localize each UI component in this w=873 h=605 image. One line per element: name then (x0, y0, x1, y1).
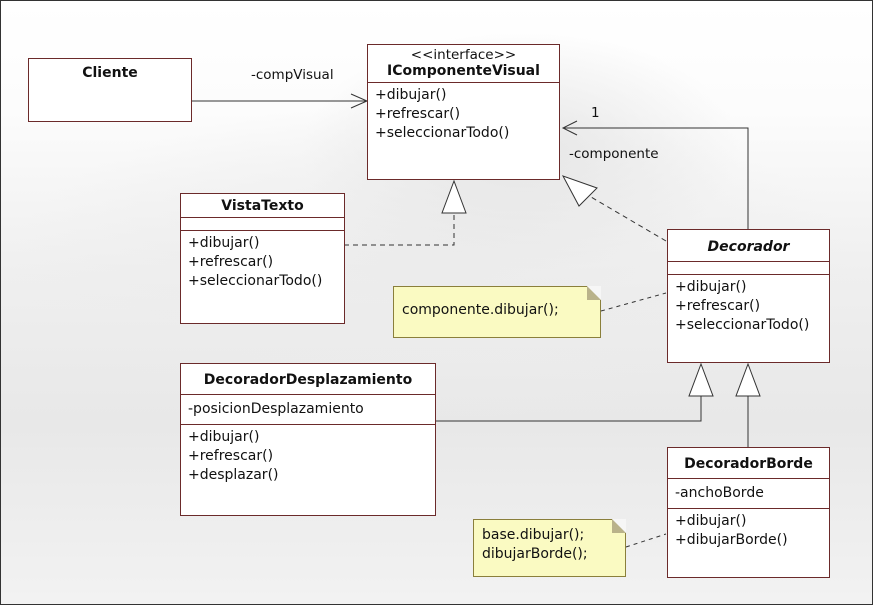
note-anchor-decorador (600, 292, 667, 312)
note-anchor-borde (625, 533, 667, 548)
class-decoradorborde-attributes: -anchoBorde (668, 478, 829, 508)
association-componente-line (563, 127, 749, 230)
attribute: -posicionDesplazamiento (188, 401, 364, 417)
class-decoradorborde-name: DecoradorBorde (684, 456, 813, 472)
attribute: -anchoBorde (675, 485, 764, 501)
operation: +seleccionarTodo() (675, 317, 810, 333)
class-cliente-name: Cliente (82, 65, 138, 81)
class-icomponentevisual-operations: +dibujar() +refrescar() +seleccionarTodo… (368, 82, 559, 146)
class-vistatexto-attributes (181, 217, 344, 230)
class-icomponentevisual-name: IComponenteVisual (387, 63, 540, 79)
realization-decorador-line (590, 196, 667, 242)
operation: +refrescar() (188, 254, 274, 270)
note-line: componente.dibujar(); (402, 302, 559, 318)
operation: +dibujar() (675, 513, 747, 529)
class-vistatexto-operations: +dibujar() +refrescar() +seleccionarTodo… (181, 230, 344, 294)
class-decorador-operations: +dibujar() +refrescar() +seleccionarTodo… (668, 274, 829, 338)
operation: +seleccionarTodo() (375, 125, 510, 141)
class-decorador-name: Decorador (707, 239, 790, 255)
operation: +dibujarBorde() (675, 532, 788, 548)
class-decoradordesplazamiento-attributes: -posicionDesplazamiento (181, 394, 435, 424)
class-cliente[interactable]: Cliente (28, 58, 192, 122)
operation: +refrescar() (188, 448, 274, 464)
generalization-triangle-borde (735, 362, 761, 397)
operation: +dibujar() (675, 279, 747, 295)
note-decoradorborde[interactable]: base.dibujar(); dibujarBorde(); (473, 519, 626, 577)
operation: +dibujar() (188, 429, 260, 445)
label-multiplicity: 1 (591, 105, 600, 121)
class-decoradordesplazamiento-operations: +dibujar() +refrescar() +desplazar() (181, 424, 435, 488)
generalization-desplazamiento-line (436, 396, 702, 422)
class-decorador-attributes (668, 261, 829, 274)
note-fold-icon (612, 519, 626, 533)
note-line: dibujarBorde(); (482, 546, 588, 562)
label-compvisual: -compVisual (251, 67, 334, 83)
operation: +dibujar() (375, 87, 447, 103)
generalization-triangle-desplazamiento (688, 362, 714, 397)
note-fold-icon (587, 286, 601, 300)
operation: +seleccionarTodo() (188, 273, 323, 289)
operation: +refrescar() (375, 106, 461, 122)
operation: +desplazar() (188, 467, 279, 483)
note-decorador[interactable]: componente.dibujar(); (393, 286, 601, 338)
interface-stereotype: <<interface>> (410, 47, 517, 63)
operation: +dibujar() (188, 235, 260, 251)
class-decoradordesplazamiento[interactable]: DecoradorDesplazamiento -posicionDesplaz… (180, 363, 436, 516)
realization-vistatexto-line (344, 213, 455, 246)
operation: +refrescar() (675, 298, 761, 314)
class-decoradorborde[interactable]: DecoradorBorde -anchoBorde +dibujar() +d… (667, 447, 830, 578)
realization-triangle-vistatexto (441, 179, 467, 214)
class-vistatexto[interactable]: VistaTexto +dibujar() +refrescar() +sele… (180, 193, 345, 324)
label-componente: -componente (569, 146, 659, 162)
class-decorador[interactable]: Decorador +dibujar() +refrescar() +selec… (667, 229, 830, 363)
association-componente-arrowhead (561, 120, 578, 136)
class-icomponentevisual[interactable]: <<interface>> IComponenteVisual +dibujar… (367, 44, 560, 180)
note-line: base.dibujar(); (482, 527, 585, 543)
class-vistatexto-name: VistaTexto (221, 198, 304, 214)
realization-triangle-decorador (561, 175, 598, 207)
class-decoradorborde-operations: +dibujar() +dibujarBorde() (668, 508, 829, 553)
class-decoradordesplazamiento-name: DecoradorDesplazamiento (203, 372, 413, 388)
